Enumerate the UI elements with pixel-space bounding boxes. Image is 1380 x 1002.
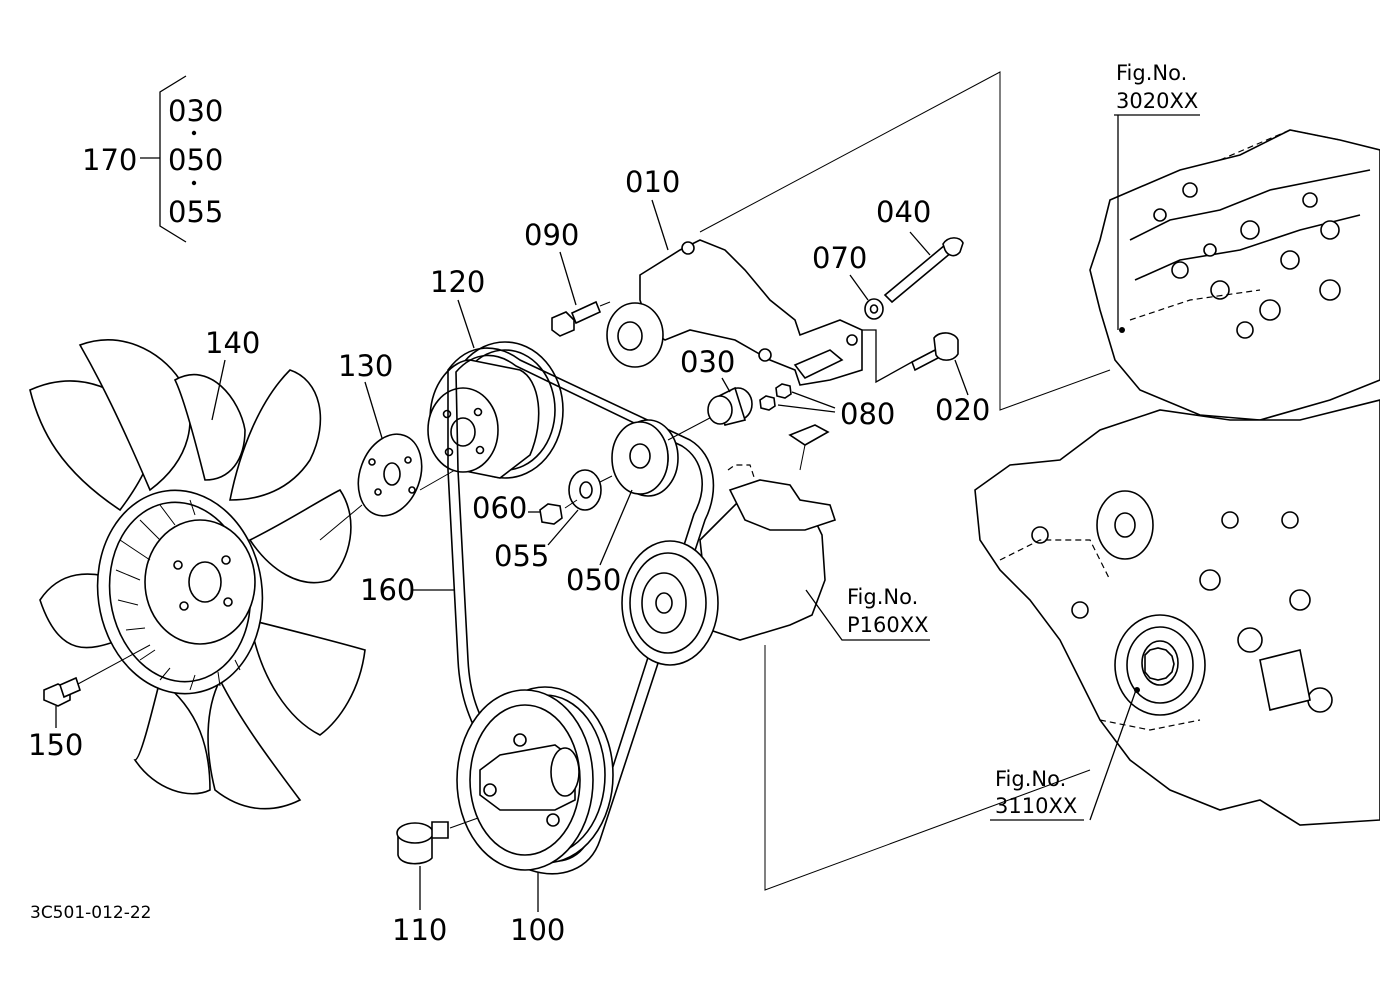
label-150: 150 <box>28 728 83 762</box>
nut-080 <box>759 383 792 411</box>
bolt-150 <box>43 676 81 707</box>
bracket-010 <box>606 239 863 386</box>
spacer-130 <box>357 433 423 517</box>
washer-070 <box>864 298 884 320</box>
washer-055 <box>568 469 602 511</box>
label-140: 140 <box>205 326 260 360</box>
figref-head-title: Fig.No. <box>1116 61 1187 85</box>
idler-pulley-050 <box>611 419 679 497</box>
group-item-050: 050 <box>168 143 223 177</box>
ac-compressor <box>621 424 837 666</box>
label-100: 100 <box>510 913 565 947</box>
figref-compressor-code: P160XX <box>847 613 929 637</box>
label-020: 020 <box>935 393 990 427</box>
figref-head-code: 3020XX <box>1116 89 1198 113</box>
figref-gearcase-title: Fig.No. <box>995 767 1066 791</box>
label-160: 160 <box>360 573 415 607</box>
label-070: 070 <box>812 241 867 275</box>
label-170: 170 <box>82 143 137 177</box>
bolt-040 <box>883 237 964 304</box>
figref-gearcase-code: 3110XX <box>995 794 1077 818</box>
label-050: 050 <box>566 563 621 597</box>
label-080: 080 <box>840 397 895 431</box>
label-060: 060 <box>472 491 527 525</box>
engine-cylinder-head <box>1089 129 1380 421</box>
label-010: 010 <box>625 165 680 199</box>
label-120: 120 <box>430 265 485 299</box>
label-030: 030 <box>680 345 735 379</box>
bolt-110 <box>396 821 449 865</box>
label-130: 130 <box>338 349 393 383</box>
group-item-055: 055 <box>168 195 223 229</box>
nut-060 <box>539 503 563 525</box>
group-item-030: 030 <box>168 94 223 128</box>
label-055: 055 <box>494 539 549 573</box>
figref-compressor-title: Fig.No. <box>847 585 918 609</box>
label-090: 090 <box>524 218 579 252</box>
drawing-code: 3C501-012-22 <box>30 903 151 923</box>
spacer-030 <box>707 386 753 426</box>
label-110: 110 <box>392 913 447 947</box>
bolt-090 <box>551 300 602 337</box>
bolt-020 <box>911 332 959 372</box>
group-bracket-170: 170 030 050 055 <box>82 75 223 243</box>
fan-blade-assembly <box>29 339 366 810</box>
engine-gear-case <box>974 399 1380 826</box>
label-040: 040 <box>876 195 931 229</box>
crank-pulley-100 <box>456 686 614 871</box>
